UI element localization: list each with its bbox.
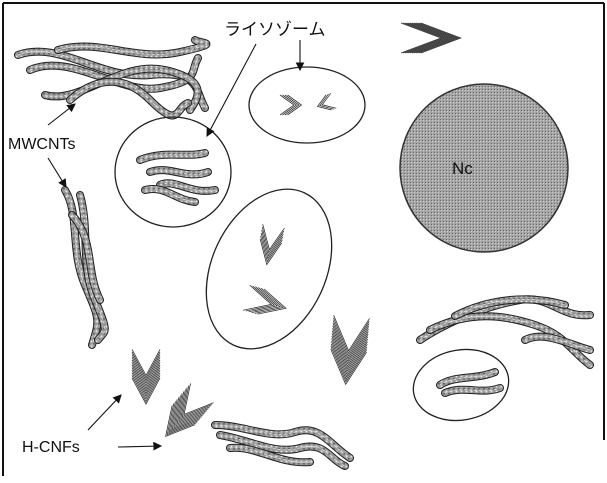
arrow-mwcnts-down [48, 158, 66, 187]
arrow-mwcnts-up [48, 104, 75, 125]
h-cnf-fiber [315, 93, 336, 114]
hcnfs-label: H-CNFs [22, 439, 80, 456]
mwcnt-tube [440, 372, 495, 385]
h-cnf-fiber [328, 315, 370, 386]
mwcnt-tube [525, 337, 590, 350]
lysosome-label: ライソゾーム [224, 20, 326, 39]
lysosome-center [182, 169, 356, 369]
arrow-hcnfs-up [88, 395, 121, 430]
h-cnf-fiber [132, 349, 160, 404]
h-cnf-fiber [243, 285, 289, 321]
mwcnt-tube [445, 388, 500, 393]
h-cnf-fiber [280, 95, 302, 115]
mwcnt-tube [58, 40, 206, 55]
arrow-lysosome-to-left [207, 44, 256, 136]
mwcnt-tube [150, 170, 208, 174]
arrow-hcnfs-right [118, 446, 161, 447]
h-cnf-fiber [154, 383, 213, 446]
h-cnf-fiber [401, 23, 461, 53]
nucleus-label: Nc [452, 159, 473, 178]
mwcnts-label: MWCNTs [8, 136, 76, 153]
nucleus [400, 84, 568, 252]
mwcnt-tube [140, 153, 205, 160]
lysosome-top [249, 67, 365, 143]
h-cnf-fiber [256, 224, 284, 266]
mwcnt-tube [45, 69, 198, 110]
